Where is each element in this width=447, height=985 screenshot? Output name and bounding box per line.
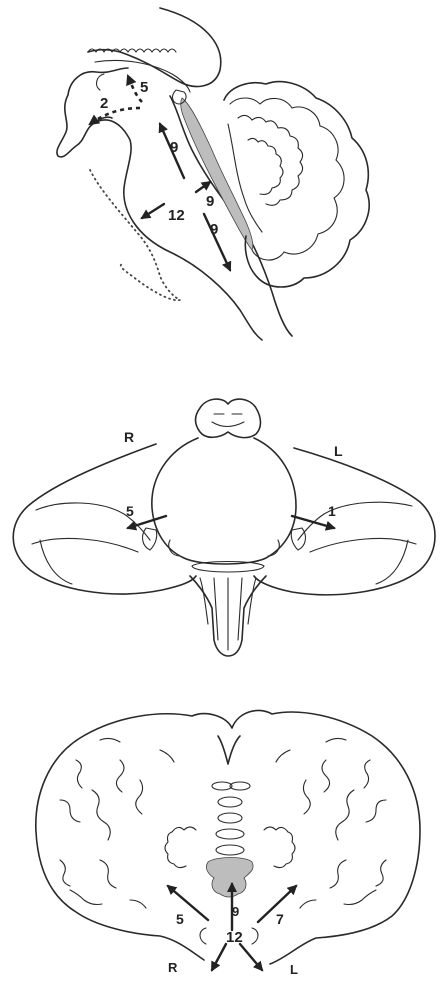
label-12-coronal: 12: [226, 929, 243, 946]
label-9b: 9: [206, 193, 214, 210]
label-9a: 9: [170, 139, 178, 156]
cortex-arc: [88, 8, 221, 86]
central-structures: [212, 782, 250, 855]
label-9c: 9: [210, 221, 218, 238]
nucleus-wavy-right: [264, 827, 295, 868]
label-2: 2: [100, 95, 108, 112]
label-7-coronal: 7: [276, 911, 284, 927]
aqueduct-stipple: [206, 858, 253, 898]
wing-fold-left: [40, 540, 72, 584]
label-L-ventral: L: [334, 443, 343, 459]
mammillary-c: [97, 74, 104, 90]
arrow-5-coronal: [168, 886, 208, 920]
chiasm-block: [196, 399, 261, 438]
label-5-coronal: 5: [176, 911, 184, 927]
label-5: 5: [140, 79, 148, 96]
cerebellum: [224, 82, 369, 287]
label-9-coronal: 9: [232, 904, 239, 919]
arrow-12-right: [240, 944, 262, 970]
ventral-view-panel: R L 5 1: [13, 399, 435, 656]
right-wing-inner: [298, 502, 416, 552]
pineal: [173, 90, 187, 104]
gyri-left: [60, 738, 174, 908]
label-R-ventral: R: [124, 429, 134, 445]
wing-fold-right: [376, 540, 408, 584]
label-R-coronal: R: [168, 960, 178, 975]
brainstem-posterior: [170, 96, 292, 336]
medulla-cap: [192, 562, 264, 573]
midline-notch: [218, 736, 240, 764]
label-12: 12: [168, 207, 185, 224]
root-right: [268, 528, 305, 556]
arrow-12: [142, 204, 164, 218]
arrow-12-left: [212, 944, 226, 970]
label-L-coronal: L: [290, 962, 298, 977]
label-5-ventral: 5: [126, 503, 134, 519]
coronal-outline: [36, 710, 420, 964]
label-1-ventral: 1: [328, 503, 336, 519]
gyri-right: [276, 738, 386, 908]
sagittal-section-panel: 2 5 9 9 9 12: [57, 8, 369, 340]
arrow-9b: [196, 182, 210, 192]
coronal-section-panel: 5 9 12 7 R L: [36, 710, 420, 977]
nucleus-wavy-left: [165, 827, 196, 868]
pons-dome: [152, 438, 296, 564]
dotted-pons-outline: [90, 170, 180, 300]
